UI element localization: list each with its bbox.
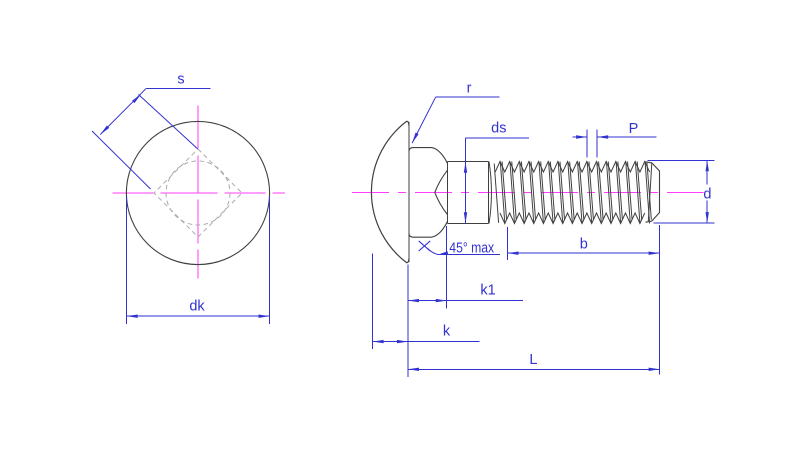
svg-text:s: s	[177, 72, 184, 88]
svg-text:dk: dk	[189, 299, 205, 315]
svg-text:k1: k1	[480, 283, 495, 299]
svg-text:L: L	[529, 352, 537, 368]
svg-text:d: d	[703, 186, 711, 202]
svg-text:ds: ds	[491, 121, 506, 137]
svg-text:45° max: 45° max	[449, 240, 494, 256]
svg-text:P: P	[629, 121, 639, 137]
svg-text:r: r	[467, 81, 472, 97]
svg-text:b: b	[580, 237, 588, 253]
svg-text:k: k	[443, 324, 451, 340]
